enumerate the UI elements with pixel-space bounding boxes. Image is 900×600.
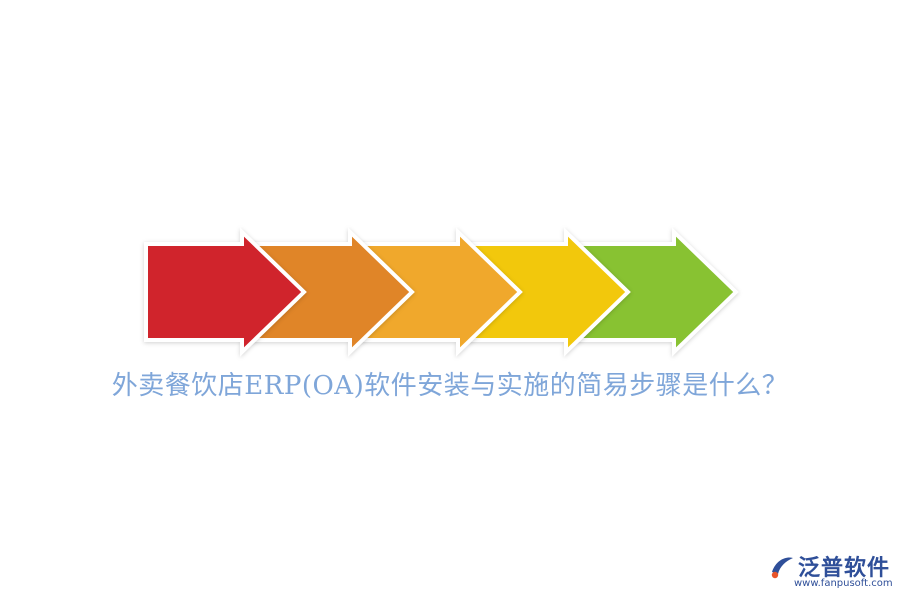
brand-logo: 泛普软件 www.fanpusoft.com [768, 550, 893, 596]
diagram-caption: 外卖餐饮店ERP(OA)软件安装与实施的简易步骤是什么？ [111, 371, 789, 401]
brand-url: www.fanpusoft.com [794, 578, 893, 589]
brand-mark-icon [771, 557, 793, 579]
step-arrow-1 [144, 227, 307, 357]
brand-name: 泛普软件 [798, 556, 891, 581]
